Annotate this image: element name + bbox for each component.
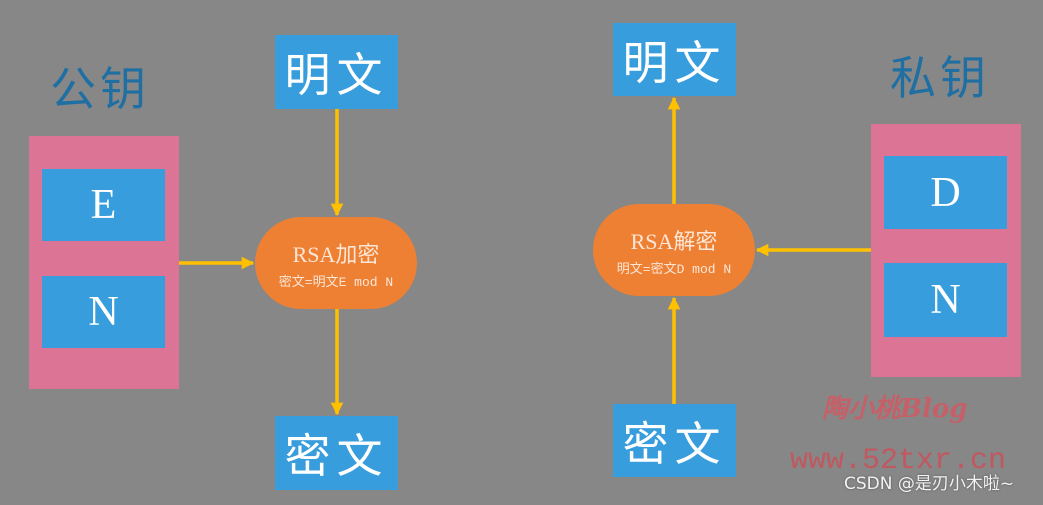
public-key-label: 公钥 xyxy=(50,62,150,116)
decrypt-process-formula: 明文=密文D mod N xyxy=(616,261,732,277)
public-key-n-box: N xyxy=(42,276,165,348)
encrypt-ciphertext-box: 密文 xyxy=(275,416,398,490)
watermark-credit: CSDN @是刃小木啦~ xyxy=(844,474,1015,494)
rsa-encrypt-process: RSA加密 密文=明文E mod N xyxy=(255,217,417,309)
rsa-decrypt-process: RSA解密 明文=密文D mod N xyxy=(593,204,755,296)
private-key-d-box: D xyxy=(884,156,1007,229)
watermark-blog-name: 陶小桃Blog xyxy=(822,394,968,424)
watermark-url: www.52txr.cn xyxy=(790,444,1007,478)
encrypt-plaintext-box: 明文 xyxy=(275,35,398,109)
public-key-e-box: E xyxy=(42,169,165,241)
private-key-n-box: N xyxy=(884,263,1007,337)
decrypt-plaintext-box: 明文 xyxy=(613,23,736,96)
decrypt-ciphertext-box: 密文 xyxy=(613,404,736,477)
private-key-label: 私钥 xyxy=(890,51,990,105)
decrypt-process-title: RSA解密 xyxy=(630,228,718,254)
encrypt-process-formula: 密文=明文E mod N xyxy=(278,274,394,290)
encrypt-process-title: RSA加密 xyxy=(292,241,380,267)
